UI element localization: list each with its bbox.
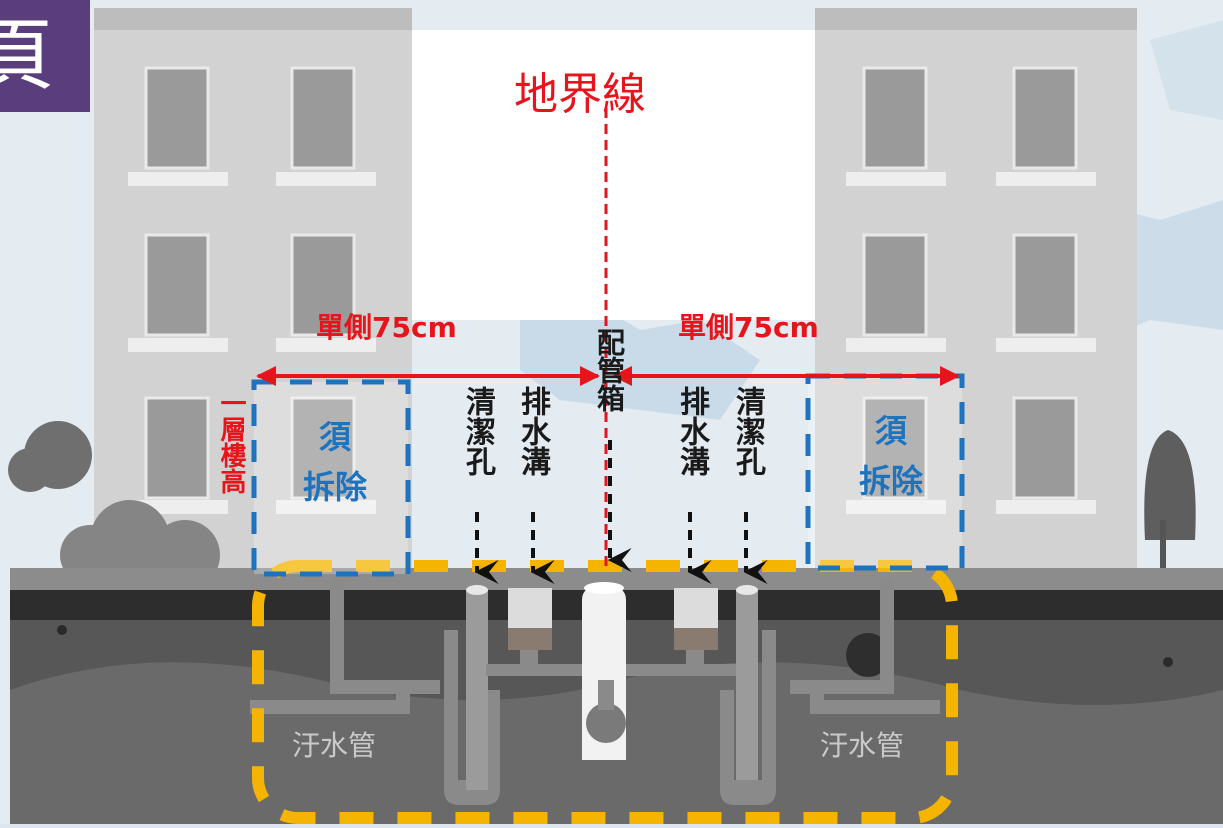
- right-cleanout-label: 清潔孔: [730, 386, 765, 476]
- left-demolish-label: 須 拆除: [290, 412, 380, 512]
- right-sewer-label: 汙水管: [820, 729, 905, 762]
- building-gap: [412, 30, 815, 320]
- left-width-label: 單側75cm: [316, 311, 457, 344]
- left-drain-label: 排水溝: [515, 386, 550, 476]
- right-building: [815, 8, 1137, 578]
- storey-height-label: 一層樓高: [216, 390, 246, 494]
- pipe-box-label: 配管箱: [593, 328, 626, 412]
- right-demolish-line-1: 須: [874, 412, 907, 450]
- right-demolish-label: 須 拆除: [846, 406, 936, 506]
- left-cleanout-label: 清潔孔: [460, 386, 495, 476]
- page-title: 頁: [0, 11, 55, 101]
- right-width-label: 單側75cm: [678, 311, 819, 344]
- sewer-pipes: [250, 580, 940, 805]
- left-demolish-line-2: 拆除: [302, 468, 367, 506]
- right-demolish-line-2: 拆除: [858, 462, 923, 500]
- left-demolish-line-1: 須: [318, 418, 351, 456]
- right-demolish-box: [805, 373, 965, 571]
- right-tree: [1144, 430, 1196, 575]
- boundary-label: 地界線: [514, 69, 646, 120]
- pointer-arrows: [474, 440, 768, 584]
- right-drain-label: 排水溝: [674, 386, 709, 476]
- page-title-box: 頁: [0, 0, 90, 112]
- left-sewer-label: 汙水管: [292, 729, 377, 762]
